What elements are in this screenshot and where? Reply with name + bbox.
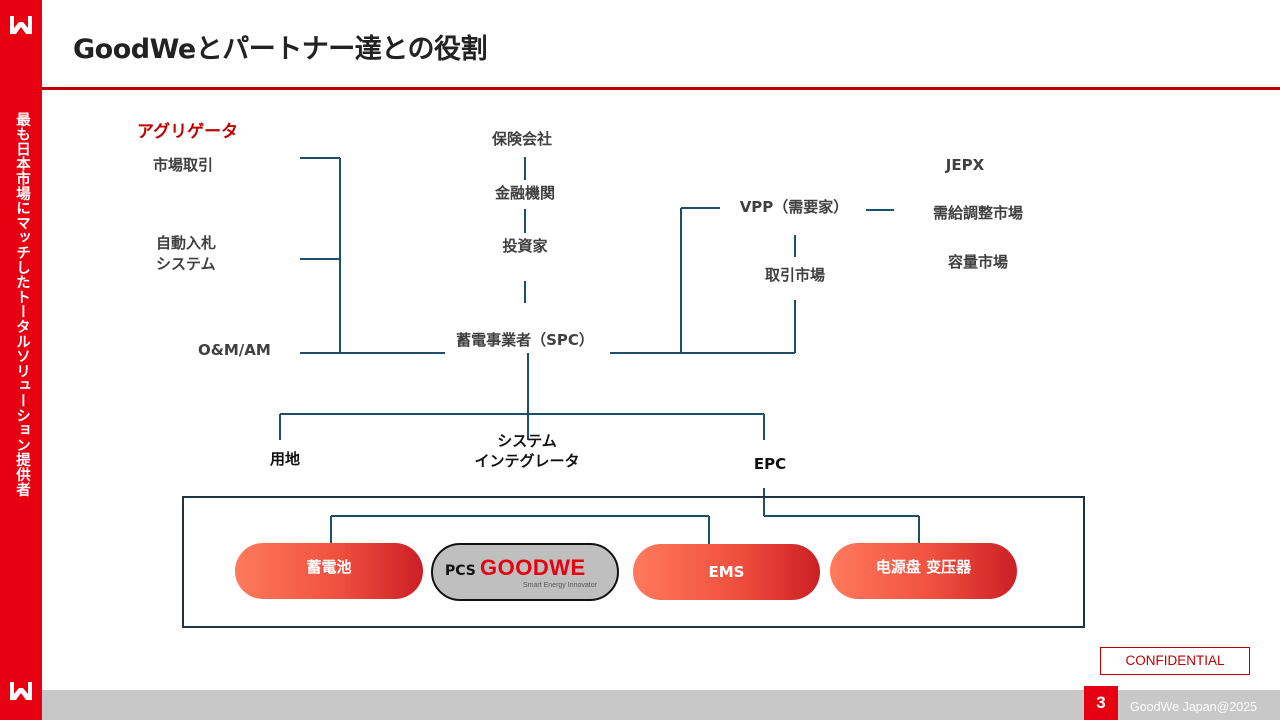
footer-bar bbox=[42, 690, 1280, 720]
sidebar: 最も日本市場にマッチしたトータルソリューション提供者 bbox=[0, 0, 42, 720]
vpp-label: VPP（需要家） bbox=[739, 198, 849, 216]
aggregator-item-market-trading: 市場取引 bbox=[153, 156, 214, 174]
confidential-badge: CONFIDENTIAL bbox=[1100, 647, 1250, 675]
page-title: GoodWeとパートナー達との役割 bbox=[73, 34, 487, 65]
component-frame bbox=[182, 496, 1085, 628]
land-label: 用地 bbox=[270, 450, 301, 468]
aggregator-item-om-am: O&M/AM bbox=[198, 341, 271, 359]
page-number: 3 bbox=[1084, 686, 1118, 720]
pcs-label: PCS bbox=[445, 563, 476, 579]
epc-label: EPC bbox=[753, 455, 787, 473]
aggregator-item-auto-bidding: 自動入札 システム bbox=[156, 234, 217, 273]
market-balancing: 需給調整市場 bbox=[932, 204, 1024, 222]
finance-investor: 投資家 bbox=[502, 237, 548, 255]
goodwe-logo-icon bbox=[10, 682, 32, 700]
market-jepx: JEPX bbox=[945, 156, 985, 174]
finance-bank: 金融機関 bbox=[494, 184, 556, 202]
market-capacity: 容量市場 bbox=[947, 253, 1009, 271]
goodwe-brand-subtext: Smart Energy Innovator bbox=[523, 582, 597, 589]
goodwe-logo-icon bbox=[10, 16, 32, 34]
battery-label: 蓄電池 bbox=[306, 557, 352, 576]
pcs-goodwe-pill: PCS GOODWE Smart Energy Innovator bbox=[431, 543, 619, 601]
sidebar-tagline: 最も日本市場にマッチしたトータルソリューション提供者 bbox=[14, 112, 30, 497]
title-divider bbox=[42, 87, 1280, 90]
finance-insurance: 保険会社 bbox=[491, 130, 553, 148]
battery-pill: 蓄電池 bbox=[235, 543, 423, 599]
power-transformer-pill: 电源盘 变压器 bbox=[830, 543, 1017, 599]
spc-label: 蓄電事業者（SPC） bbox=[456, 331, 594, 349]
ems-pill: EMS bbox=[633, 544, 820, 600]
trading-market-label: 取引市場 bbox=[764, 266, 826, 284]
aggregator-title: アグリゲータ bbox=[137, 122, 239, 142]
goodwe-brand-text: GOODWE bbox=[480, 555, 586, 580]
ems-label: EMS bbox=[708, 563, 745, 581]
copyright-text: GoodWe Japan@2025 bbox=[1130, 700, 1258, 714]
system-integrator-label: システム インテグレータ bbox=[474, 432, 580, 470]
power-transformer-label: 电源盘 变压器 bbox=[875, 557, 972, 576]
